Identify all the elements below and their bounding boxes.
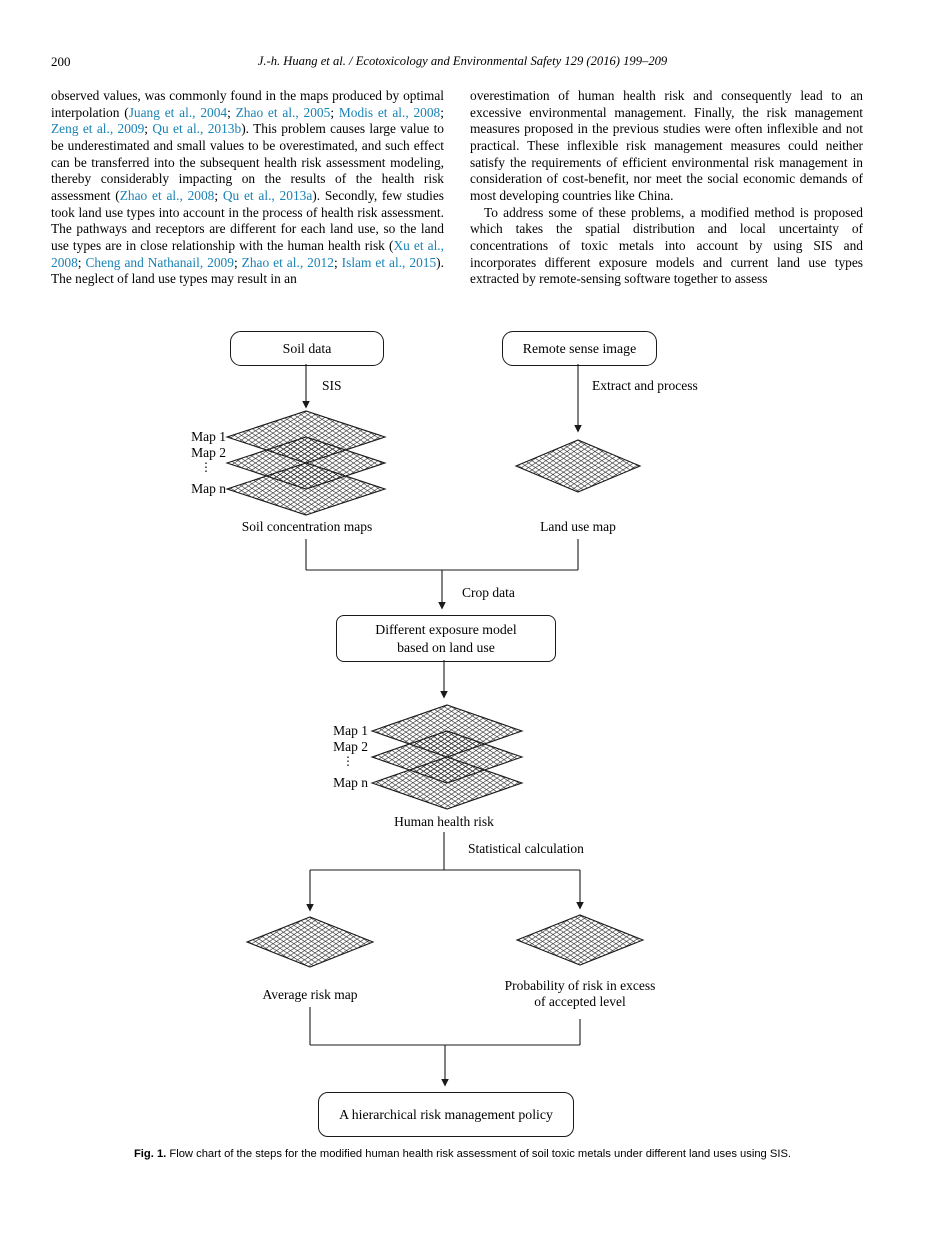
text-run: ; bbox=[77, 254, 86, 270]
citation-link[interactable]: Juang et al., 2004 bbox=[128, 104, 228, 120]
map-ellipsis: ⋮ bbox=[342, 754, 354, 768]
text-run: ; bbox=[227, 104, 236, 120]
text-run: observed values, was commonly found in t… bbox=[51, 88, 444, 120]
flow-node-soil-data: Soil data bbox=[230, 331, 384, 366]
map-1-label: Map 1 bbox=[333, 723, 368, 738]
text-run: ; bbox=[440, 104, 444, 120]
map-2-label: Map 2 bbox=[333, 739, 368, 754]
soil-concentration-maps-label: Soil concentration maps bbox=[241, 519, 373, 534]
soil-map-stack-diamond bbox=[225, 462, 387, 516]
text-run: ). The neglect of land use types may res… bbox=[51, 254, 444, 287]
edge-label-crop-data: Crop data bbox=[462, 585, 515, 600]
flow-node-policy: A hierarchical risk management policy bbox=[318, 1092, 574, 1137]
flow-node-exposure-model: Different exposure model based on land u… bbox=[336, 615, 556, 662]
flow-node-label: Different exposure model bbox=[375, 621, 517, 637]
land-use-map-label: Land use map bbox=[540, 519, 616, 534]
paragraph: overestimation of human health risk and … bbox=[470, 88, 863, 205]
edge-label-extract-and-process: Extract and process bbox=[592, 378, 698, 393]
flow-node-label: Soil data bbox=[282, 340, 332, 356]
text-run: ; bbox=[233, 254, 242, 270]
map-ellipsis: ⋮ bbox=[200, 460, 212, 474]
paragraph: To address some of these problems, a mod… bbox=[470, 205, 863, 288]
citation-link[interactable]: Zhao et al., 2005 bbox=[235, 104, 331, 120]
text-run: ). This problem causes large value to be… bbox=[51, 121, 444, 203]
average-risk-map-label: Average risk map bbox=[262, 987, 358, 1002]
text-run: ; bbox=[330, 104, 339, 120]
flow-node-label: based on land use bbox=[397, 639, 495, 655]
citation-link[interactable]: Qu et al., 2013a bbox=[222, 187, 313, 203]
citation-link[interactable]: Modis et al., 2008 bbox=[338, 104, 441, 120]
map-n-label: Map n bbox=[333, 775, 368, 790]
flow-node-remote-sense-image: Remote sense image bbox=[502, 331, 657, 366]
edge-label-statistical-calculation: Statistical calculation bbox=[468, 841, 584, 856]
figure-caption-label: Fig. 1. bbox=[133, 1148, 167, 1160]
connector-lines bbox=[302, 364, 584, 1087]
citation-link[interactable]: Cheng and Nathanail, 2009 bbox=[85, 254, 234, 270]
flow-node-label: A hierarchical risk management policy bbox=[339, 1106, 553, 1122]
map-2-label: Map 2 bbox=[191, 445, 226, 460]
probability-label-line1: Probability of risk in excess bbox=[504, 978, 656, 993]
left-column: observed values, was commonly found in t… bbox=[51, 88, 444, 288]
running-head: J.-h. Huang et al. / Ecotoxicology and E… bbox=[257, 54, 668, 68]
flowchart-graphics bbox=[225, 364, 645, 1087]
map-n-label: Map n bbox=[191, 481, 226, 496]
land-use-map-diamond bbox=[514, 439, 642, 493]
paragraph: observed values, was commonly found in t… bbox=[51, 88, 444, 288]
human-health-risk-label: Human health risk bbox=[394, 814, 494, 829]
figure-caption-text: Flow chart of the steps for the modified… bbox=[169, 1148, 792, 1160]
edge-label-sis: SIS bbox=[322, 378, 342, 393]
probability-label-line2: of accepted level bbox=[534, 994, 626, 1009]
probability-map-diamond bbox=[515, 914, 645, 966]
text-run: ; bbox=[333, 254, 342, 270]
text-run: To address some of these problems, a mod… bbox=[470, 204, 863, 287]
figure-caption: Fig. 1. Flow chart of the steps for the … bbox=[0, 1148, 925, 1160]
probability-label: Probability of risk in excess of accepte… bbox=[505, 978, 656, 1010]
map-1-label: Map 1 bbox=[191, 429, 226, 444]
right-column: overestimation of human health risk and … bbox=[470, 88, 863, 288]
flow-node-label: Remote sense image bbox=[522, 340, 637, 356]
citation-link[interactable]: Qu et al., 2013b bbox=[152, 121, 242, 137]
citation-link[interactable]: Zeng et al., 2009 bbox=[51, 121, 145, 137]
text-run: ). Secondly, few studies took land use t… bbox=[51, 187, 444, 253]
citation-link[interactable]: Zhao et al., 2008 bbox=[119, 187, 215, 203]
text-run: ; bbox=[214, 187, 223, 203]
citation-link[interactable]: Xu et al., 2008 bbox=[51, 237, 444, 270]
page-number: 200 bbox=[51, 54, 71, 69]
citation-link[interactable]: Islam et al., 2015 bbox=[341, 254, 437, 270]
citation-link[interactable]: Zhao et al., 2012 bbox=[241, 254, 334, 270]
text-run: ; bbox=[144, 121, 153, 137]
map-diamonds bbox=[225, 410, 645, 968]
text-run: overestimation of human health risk and … bbox=[470, 88, 863, 203]
risk-map-stack-diamond bbox=[370, 756, 524, 810]
figure-1: Soil data Remote sense image SIS Extract… bbox=[0, 325, 925, 1140]
average-risk-map-diamond bbox=[245, 916, 375, 968]
